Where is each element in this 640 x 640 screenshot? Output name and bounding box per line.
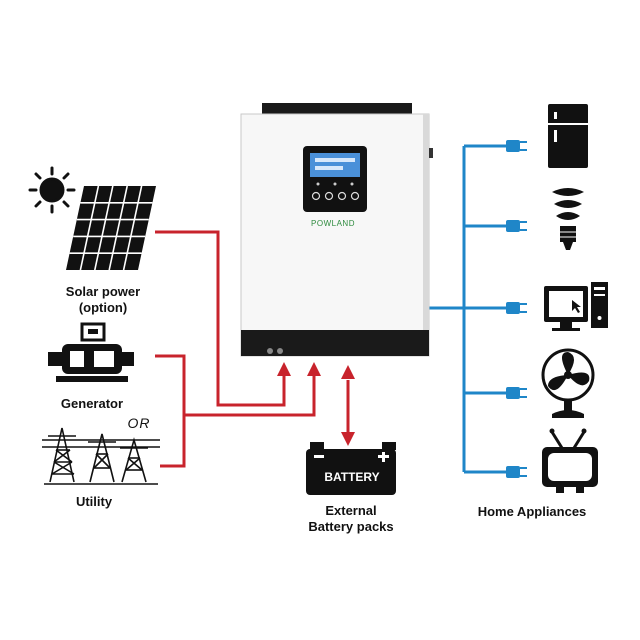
solar-power-label: Solar power (option) xyxy=(38,284,168,316)
utility-towers-icon xyxy=(42,427,160,485)
solar-wire xyxy=(155,230,286,407)
television-icon xyxy=(542,428,598,493)
generator-icon xyxy=(48,322,134,382)
or-label: OR xyxy=(127,415,151,431)
inverter-unit xyxy=(240,103,433,357)
plug-icon xyxy=(506,140,527,152)
led-indicator xyxy=(350,182,354,186)
light-bulb-icon xyxy=(552,188,584,250)
solar-power-label-line1: Solar power xyxy=(65,284,141,299)
utility-wire xyxy=(184,375,316,417)
battery-icon xyxy=(306,442,396,495)
inverter-brand-logo: POWLAND xyxy=(303,219,363,228)
utility-arrow xyxy=(307,362,321,376)
plug-icon xyxy=(506,220,527,232)
solar-power-label-line2: (option) xyxy=(78,300,128,315)
control-button xyxy=(350,191,360,201)
solar-arrow xyxy=(277,362,291,376)
input-arrows xyxy=(277,362,321,376)
mounting-bracket xyxy=(262,103,412,115)
battery-link xyxy=(341,365,355,446)
computer-icon xyxy=(544,282,608,331)
battery-arrow-down xyxy=(341,432,355,446)
output-plugs xyxy=(506,140,527,478)
battery-panel-text: BATTERY xyxy=(324,470,380,484)
led-indicator xyxy=(333,182,337,186)
lcd-readout xyxy=(315,166,343,170)
cable-port xyxy=(277,348,283,354)
side-knob xyxy=(429,148,433,158)
output-wiring xyxy=(429,144,506,474)
plug-icon xyxy=(506,387,527,399)
utility-label: Utility xyxy=(75,494,113,509)
home-appliances-label: Home Appliances xyxy=(477,504,587,519)
brand-text: POWLAND xyxy=(311,219,355,228)
plug-icon xyxy=(506,302,527,314)
generator-label: Generator xyxy=(60,396,124,411)
solar-panel-icon xyxy=(66,185,156,271)
battery-caption-line1: External xyxy=(325,503,377,518)
control-button xyxy=(311,191,321,201)
control-button xyxy=(337,191,347,201)
refrigerator-icon xyxy=(548,104,588,168)
cable-port xyxy=(267,348,273,354)
battery-caption: External Battery packs xyxy=(286,503,416,535)
plug-icon xyxy=(506,466,527,478)
sun-icon xyxy=(28,166,76,214)
control-button xyxy=(324,191,334,201)
battery-arrow-up xyxy=(341,365,355,379)
inverter-side xyxy=(423,114,429,356)
led-indicator xyxy=(316,182,320,186)
fan-icon xyxy=(541,348,595,418)
lcd-screen xyxy=(310,153,360,177)
lcd-readout xyxy=(315,158,355,162)
battery-caption-line2: Battery packs xyxy=(308,519,394,534)
generator-wire xyxy=(155,354,186,468)
input-wiring xyxy=(155,230,316,468)
